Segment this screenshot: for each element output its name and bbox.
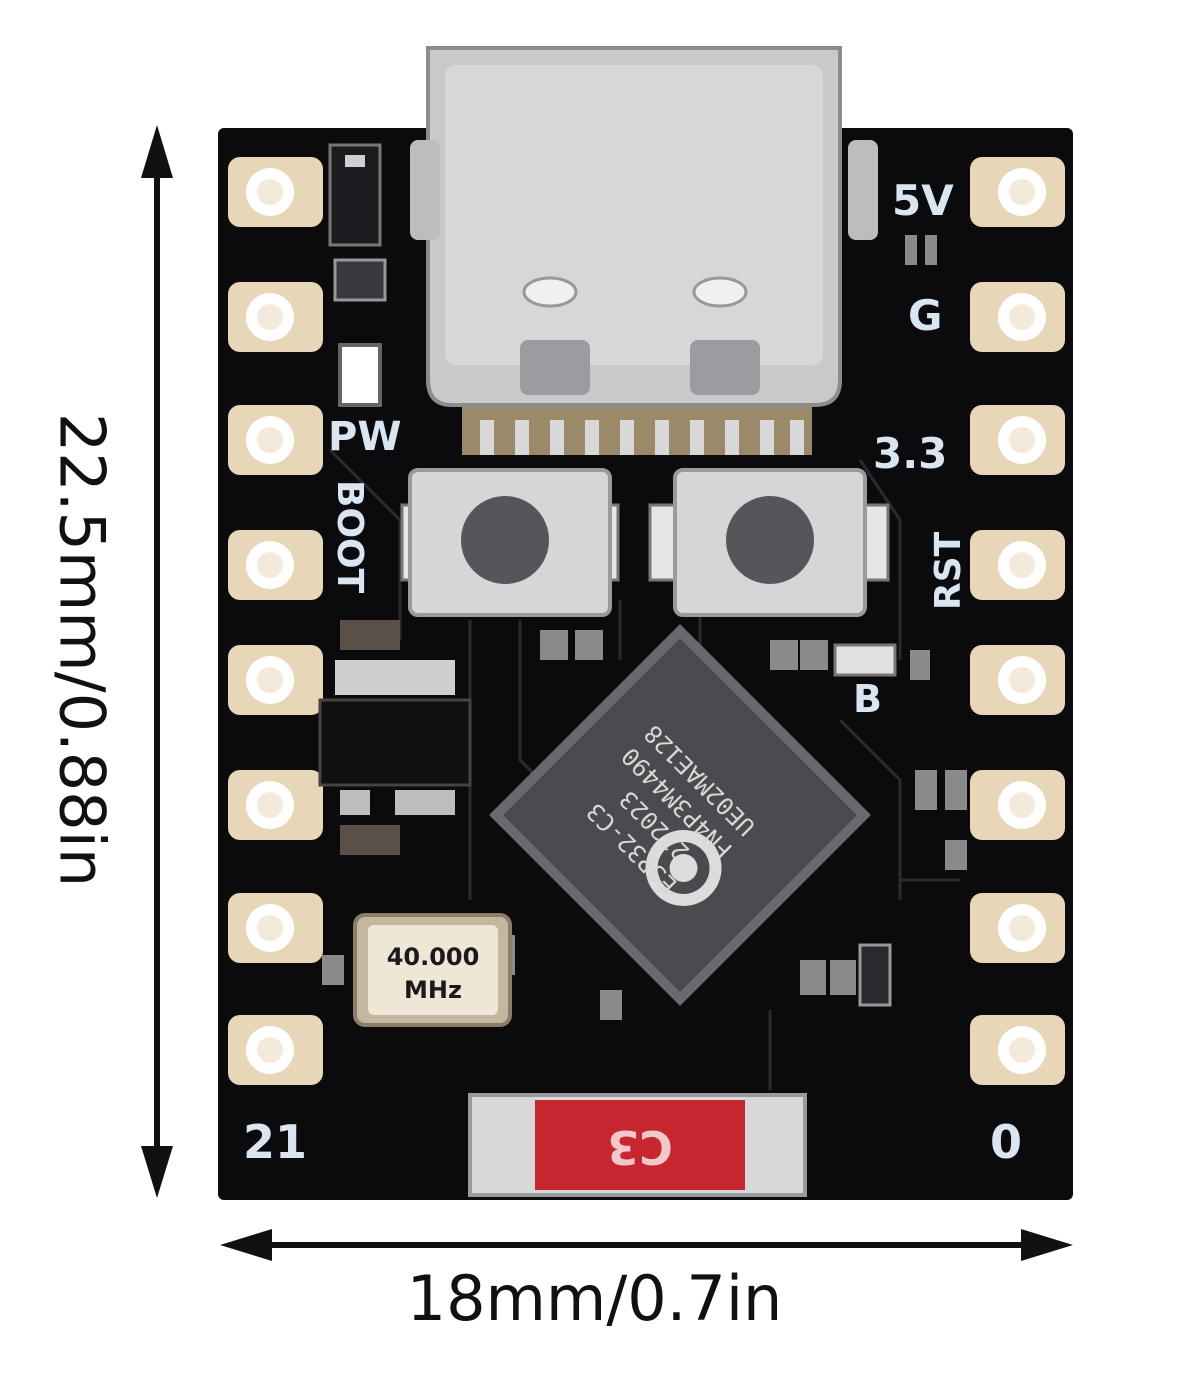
pad	[970, 645, 1065, 715]
pad	[228, 1015, 323, 1085]
width-dimension-label: 18mm/0.7in	[406, 1262, 783, 1335]
pad	[228, 282, 323, 352]
pad	[970, 530, 1065, 600]
label-21: 21	[243, 1115, 307, 1169]
pad	[970, 1015, 1065, 1085]
reset-button-cap[interactable]	[726, 496, 814, 584]
pad	[970, 893, 1065, 963]
pad	[970, 282, 1065, 352]
label-boot: BOOT	[329, 480, 370, 594]
label-5v: 5V	[892, 176, 954, 225]
pad	[970, 157, 1065, 227]
crystal-oscillator: 40.000 MHz	[353, 913, 512, 1027]
usb-c-connector	[410, 46, 878, 455]
reset-button[interactable]	[648, 468, 890, 617]
smd-components	[318, 143, 967, 1020]
pad	[228, 157, 323, 227]
label-3-3: 3.3	[873, 429, 947, 478]
label-0: 0	[990, 1115, 1022, 1169]
height-dimension-arrow	[141, 125, 173, 1198]
right-pin-pads	[970, 157, 1065, 1085]
label-rst: RST	[928, 531, 969, 610]
espressif-logo-icon	[645, 830, 722, 907]
esp32-c3-chip	[489, 624, 871, 1006]
pad	[970, 405, 1065, 475]
height-dimension-label: 22.5mm/0.88in	[45, 412, 119, 888]
boot-button-cap[interactable]	[461, 496, 549, 584]
crystal-frequency: 40.000	[387, 943, 480, 971]
width-dimension-arrow	[220, 1229, 1073, 1261]
silkscreen-labels: 5V G 3.3 PW 21 0 B BOOT RST	[243, 176, 1022, 1169]
boot-button[interactable]	[400, 468, 620, 617]
left-pin-pads	[228, 157, 323, 1085]
label-g: G	[908, 291, 942, 340]
pad	[228, 405, 323, 475]
pad	[228, 770, 323, 840]
pad	[228, 645, 323, 715]
pad	[228, 530, 323, 600]
crystal-unit: MHz	[404, 976, 462, 1004]
antenna-label: C3	[607, 1120, 673, 1174]
label-pw: PW	[328, 414, 401, 460]
ceramic-antenna: C3	[468, 1093, 807, 1197]
pad	[970, 770, 1065, 840]
pad	[228, 893, 323, 963]
label-b: B	[853, 677, 882, 721]
